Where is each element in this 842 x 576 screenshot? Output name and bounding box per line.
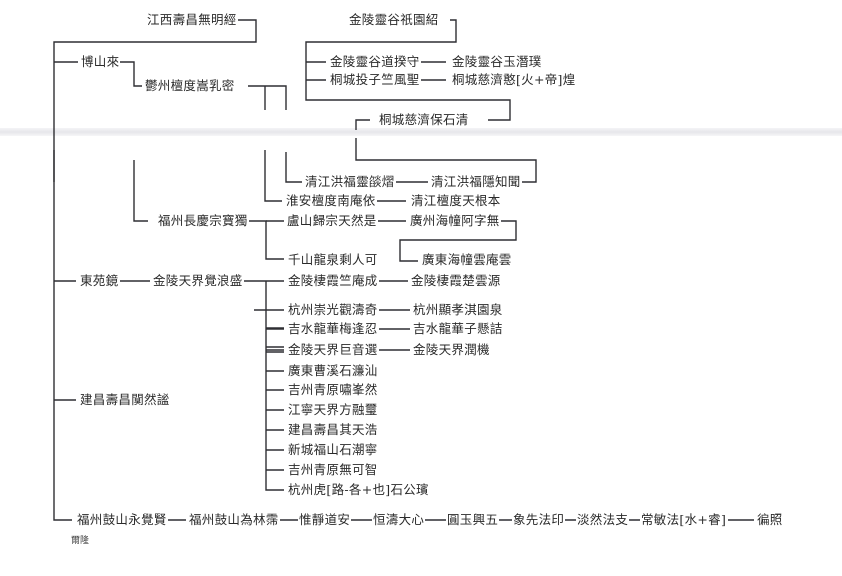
node-jiangxi-wuming: 江西壽昌無明經 [146, 12, 238, 27]
node-jinling-daoshou: 金陵靈谷道揆守 [329, 54, 421, 69]
node-guangzhou-azi: 廣州海幢阿字無 [409, 213, 501, 228]
node-weijing-daoan: 惟靜道安 [298, 512, 352, 527]
node-hangzhou-taoqi: 杭州崇光觀濤奇 [287, 302, 379, 317]
node-xiangxian-fayin: 象先法印 [512, 512, 566, 527]
node-hangzhou-qiyuan: 杭州顯孝淇園泉 [412, 302, 504, 317]
node-hangzhou-shigong: 杭州虎[路-各+也]石公璸 [287, 482, 430, 497]
node-jinling-yuqian: 金陵靈谷玉潛璞 [451, 54, 543, 69]
node-yuzhou-rumi: 鬱州檀度嵩乳密 [144, 78, 236, 93]
node-jinling-qiyuanshao: 金陵靈谷祇園紹 [348, 12, 440, 27]
node-qingjiang-tiangen: 清江檀度天根本 [410, 193, 502, 208]
node-jizhou-wukezhi: 吉州青原無可智 [287, 462, 379, 477]
node-jianchang-chuanran: 建昌壽昌闃然謐 [79, 392, 171, 407]
node-boshan: 博山來 [80, 54, 121, 69]
node-yuanyu-xingwu: 圓玉興五 [446, 512, 500, 527]
node-huaian-nanan: 淮安檀度南庵依 [285, 193, 377, 208]
node-bianzhao: 徧照 [756, 512, 784, 527]
node-danran-fazhi: 淡然法支 [576, 512, 630, 527]
node-jinling-juyin: 金陵天界巨音選 [287, 342, 379, 357]
node-qianshan-shengren: 千山龍泉剩人可 [287, 252, 379, 267]
node-fuzhou-weilin: 福州鼓山為林霈 [188, 512, 280, 527]
node-fuzhou-zongbao: 福州長慶宗寶獨 [157, 213, 249, 228]
node-jinling-chuyun: 金陵棲霞楚雲源 [410, 273, 502, 288]
node-qingjiang-yinzhi: 清江洪福隱知聞 [430, 174, 522, 189]
node-guangdong-anyun: 廣東海幢雲庵雲 [421, 252, 513, 267]
page-scan-seam [0, 128, 842, 136]
node-jizhou-xiaofeng: 吉州青原嘯峯然 [287, 382, 379, 397]
node-lushan-tianran: 盧山歸宗天然是 [286, 213, 378, 228]
node-jianchang-qitianhao: 建昌壽昌其天浩 [287, 422, 379, 437]
node-qingjiang-lingyan: 清江洪福靈燄熠 [304, 174, 396, 189]
node-jishui-fengren: 吉水龍華梅逢忍 [287, 321, 379, 336]
node-xincheng-shichao: 新城福山石潮寧 [287, 442, 379, 457]
node-hengtao-daxin: 恒濤大心 [372, 512, 426, 527]
node-changmin-farui: 常敏法[水+睿] [640, 512, 728, 527]
node-dongyuan: 東苑鏡 [79, 273, 120, 288]
node-jiangning-fangrong: 江寧天界方融璽 [287, 402, 379, 417]
node-tongcheng-baoshi: 桐城慈濟保石清 [378, 112, 470, 127]
node-jishui-zixuan: 吉水龍華子懸詰 [412, 321, 504, 336]
node-jinling-zhuan: 金陵棲霞竺庵成 [287, 273, 379, 288]
node-tongcheng-zhufeng: 桐城投子竺風聖 [329, 72, 421, 87]
node-jinling-runji: 金陵天界潤機 [412, 342, 491, 357]
node-jinling-juelang: 金陵天界覺浪盛 [152, 273, 244, 288]
node-tongcheng-cihuang: 桐城慈濟憨[火+帝]煌 [451, 72, 577, 87]
node-fuzhou-yongjue: 福州鼓山永覺賢 [76, 512, 168, 527]
footnote: 爾隆 [71, 536, 90, 546]
node-guangdong-shilian: 廣東曹溪石濂汕 [287, 363, 379, 378]
